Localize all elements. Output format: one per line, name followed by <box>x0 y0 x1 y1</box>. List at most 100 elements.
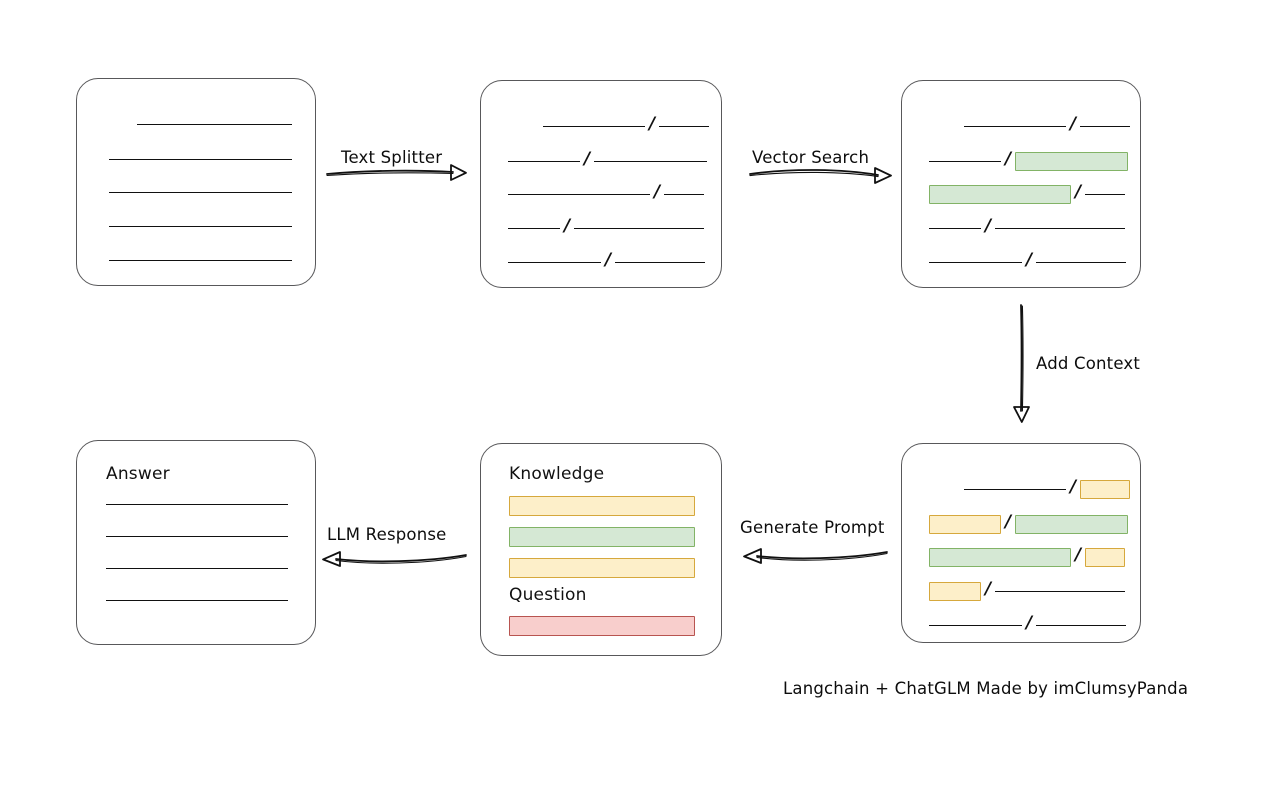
split-chunks-box[interactable]: / / / / / <box>480 80 722 288</box>
highlighted-chunk-yellow <box>1080 479 1131 499</box>
text-line-segment <box>1080 125 1131 127</box>
text-line-segment <box>1036 624 1127 626</box>
source-document-box[interactable] <box>76 78 316 286</box>
arrow-label-text-splitter: Text Splitter <box>341 148 443 167</box>
text-line-segment <box>594 160 708 162</box>
text-line-segment <box>137 123 292 125</box>
knowledge-bar-1 <box>509 496 695 516</box>
text-line-segment <box>615 261 706 263</box>
chunk-separator-slash: / <box>985 578 992 599</box>
text-line-segment <box>574 227 705 229</box>
context-chunks-lines: / / / / / <box>902 444 1140 642</box>
answer-text-line <box>106 536 288 537</box>
chunk-separator-slash: / <box>649 113 656 134</box>
answer-text-line <box>106 568 288 569</box>
text-row: / <box>481 115 721 137</box>
text-line-segment <box>109 191 292 193</box>
text-row <box>77 148 315 170</box>
text-row: / <box>902 614 1140 636</box>
text-line-segment <box>508 160 580 162</box>
text-line-segment <box>109 225 292 227</box>
arrow-label-generate-prompt: Generate Prompt <box>740 518 885 537</box>
answer-text-line <box>106 504 288 505</box>
text-line-segment <box>929 261 1022 263</box>
chunk-separator-slash: / <box>1070 476 1077 497</box>
chunk-separator-slash: / <box>1005 511 1012 532</box>
text-row <box>77 249 315 271</box>
highlighted-chunk-yellow <box>929 581 981 601</box>
highlighted-chunk-yellow <box>929 514 1001 534</box>
chunk-separator-slash: / <box>1026 249 1033 270</box>
text-row: / <box>902 546 1140 568</box>
knowledge-bar-3 <box>509 558 695 578</box>
arrow-label-add-context: Add Context <box>1036 354 1141 373</box>
highlighted-chunk-green <box>929 184 1071 204</box>
text-line-segment <box>659 125 710 127</box>
chunk-separator-slash: / <box>605 249 612 270</box>
retrieved-chunks-box[interactable]: / / / / / <box>901 80 1141 288</box>
answer-box[interactable]: Answer <box>76 440 316 645</box>
text-line-segment <box>543 125 645 127</box>
arrow-label-llm-response: LLM Response <box>327 525 447 544</box>
question-bar-1 <box>509 616 695 636</box>
source-document-lines <box>77 79 315 285</box>
retrieved-chunks-lines: / / / / / <box>902 81 1140 287</box>
highlighted-chunk-green <box>1015 151 1129 171</box>
text-line-segment <box>964 125 1066 127</box>
text-row <box>77 181 315 203</box>
text-row: / <box>481 251 721 273</box>
text-row: / <box>481 217 721 239</box>
chunk-separator-slash: / <box>1005 148 1012 169</box>
arrow-text-splitter <box>325 160 470 186</box>
text-row: / <box>902 183 1140 205</box>
text-line-segment <box>109 259 292 261</box>
text-row: / <box>902 478 1140 500</box>
context-chunks-box[interactable]: / / / / / <box>901 443 1141 643</box>
text-row: / <box>481 150 721 172</box>
chunk-separator-slash: / <box>985 215 992 236</box>
text-line-segment <box>664 193 705 195</box>
arrow-label-vector-search: Vector Search <box>752 148 870 167</box>
text-line-segment <box>508 261 601 263</box>
text-line-segment <box>929 227 981 229</box>
chunk-separator-slash: / <box>1070 113 1077 134</box>
highlighted-chunk-green <box>929 547 1071 567</box>
chunk-separator-slash: / <box>1075 544 1082 565</box>
answer-label: Answer <box>106 464 170 484</box>
highlighted-chunk-green <box>1015 514 1129 534</box>
split-chunks-lines: / / / / / <box>481 81 721 287</box>
arrow-generate-prompt <box>737 542 889 568</box>
text-line-segment <box>508 193 650 195</box>
chunk-separator-slash: / <box>584 148 591 169</box>
text-line-segment <box>929 160 1001 162</box>
text-row <box>77 113 315 135</box>
chunk-separator-slash: / <box>564 215 571 236</box>
text-row: / <box>902 217 1140 239</box>
arrow-llm-response <box>316 546 468 572</box>
knowledge-label: Knowledge <box>509 464 605 484</box>
footer-credit: Langchain + ChatGLM Made by imClumsyPand… <box>783 679 1189 698</box>
knowledge-bar-2 <box>509 527 695 547</box>
text-line-segment <box>1036 261 1127 263</box>
chunk-separator-slash: / <box>1075 181 1082 202</box>
text-row: / <box>902 150 1140 172</box>
text-row: / <box>902 251 1140 273</box>
text-row: / <box>902 580 1140 602</box>
text-row: / <box>481 183 721 205</box>
text-line-segment <box>929 624 1022 626</box>
text-line-segment <box>995 227 1126 229</box>
prompt-box[interactable]: Knowledge Question <box>480 443 722 656</box>
text-row <box>77 215 315 237</box>
text-row: / <box>902 115 1140 137</box>
arrow-vector-search <box>748 162 896 188</box>
chunk-separator-slash: / <box>1026 612 1033 633</box>
arrow-add-context <box>1008 303 1038 425</box>
answer-text-line <box>106 600 288 601</box>
text-line-segment <box>995 590 1126 592</box>
chunk-separator-slash: / <box>654 181 661 202</box>
text-line-segment <box>508 227 560 229</box>
text-line-segment <box>964 488 1066 490</box>
highlighted-chunk-yellow <box>1085 547 1126 567</box>
text-line-segment <box>1085 193 1126 195</box>
